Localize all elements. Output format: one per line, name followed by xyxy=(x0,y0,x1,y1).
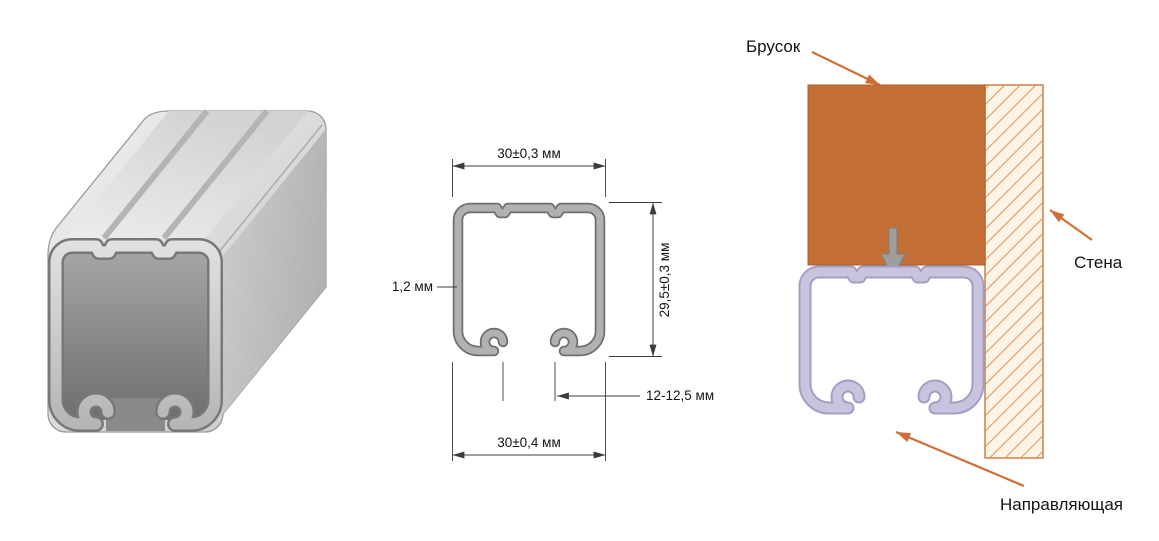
profile-3d-front-body xyxy=(50,240,221,430)
label-wall: Стена xyxy=(1074,253,1123,272)
dimension-text-bottom-width: 30±0,4 мм xyxy=(497,435,561,450)
profile-3d-edge-line xyxy=(218,124,323,253)
label-rail: Направляющая xyxy=(1000,495,1123,514)
profile-3d-groove-line xyxy=(101,109,210,240)
wall-arrow xyxy=(1049,209,1093,241)
dimension-height: 29,5±0,3 мм xyxy=(609,202,672,357)
wall-hatch xyxy=(984,84,1044,459)
cross-section-outline xyxy=(452,202,606,357)
dimension-text-top-width: 30±0,3 мм xyxy=(497,146,561,161)
cross-section-view: 30±0,3 мм 1,2 мм 29,5±0,3 мм 12-12,5 мм … xyxy=(392,146,714,461)
dimension-top-width: 30±0,3 мм xyxy=(452,146,606,197)
profile-cross-section xyxy=(452,202,606,357)
label-block: Брусок xyxy=(746,37,801,56)
dimension-text-slot-width: 12-12,5 мм xyxy=(646,388,714,403)
profile-3d-groove-line xyxy=(161,109,270,240)
profile-3d-view xyxy=(47,109,327,433)
profile-3d-right-face xyxy=(223,129,326,414)
dimension-text-height: 29,5±0,3 мм xyxy=(657,243,672,318)
rail-outline xyxy=(798,265,985,415)
dimension-text-thickness: 1,2 мм xyxy=(392,279,433,294)
profile-3d-cavity xyxy=(58,250,211,420)
installation-view: Брусок Стена Направляющая xyxy=(746,37,1123,514)
cross-section-body xyxy=(454,204,604,355)
block-arrow xyxy=(811,51,881,86)
dimension-slot-width: 12-12,5 мм xyxy=(502,362,714,403)
dimension-thickness: 1,2 мм xyxy=(392,279,457,294)
rail-arrow xyxy=(895,430,1025,488)
rail-body xyxy=(800,267,983,413)
profile-3d-slot-shadow xyxy=(106,398,165,431)
dimension-bottom-width: 30±0,4 мм xyxy=(452,362,606,461)
